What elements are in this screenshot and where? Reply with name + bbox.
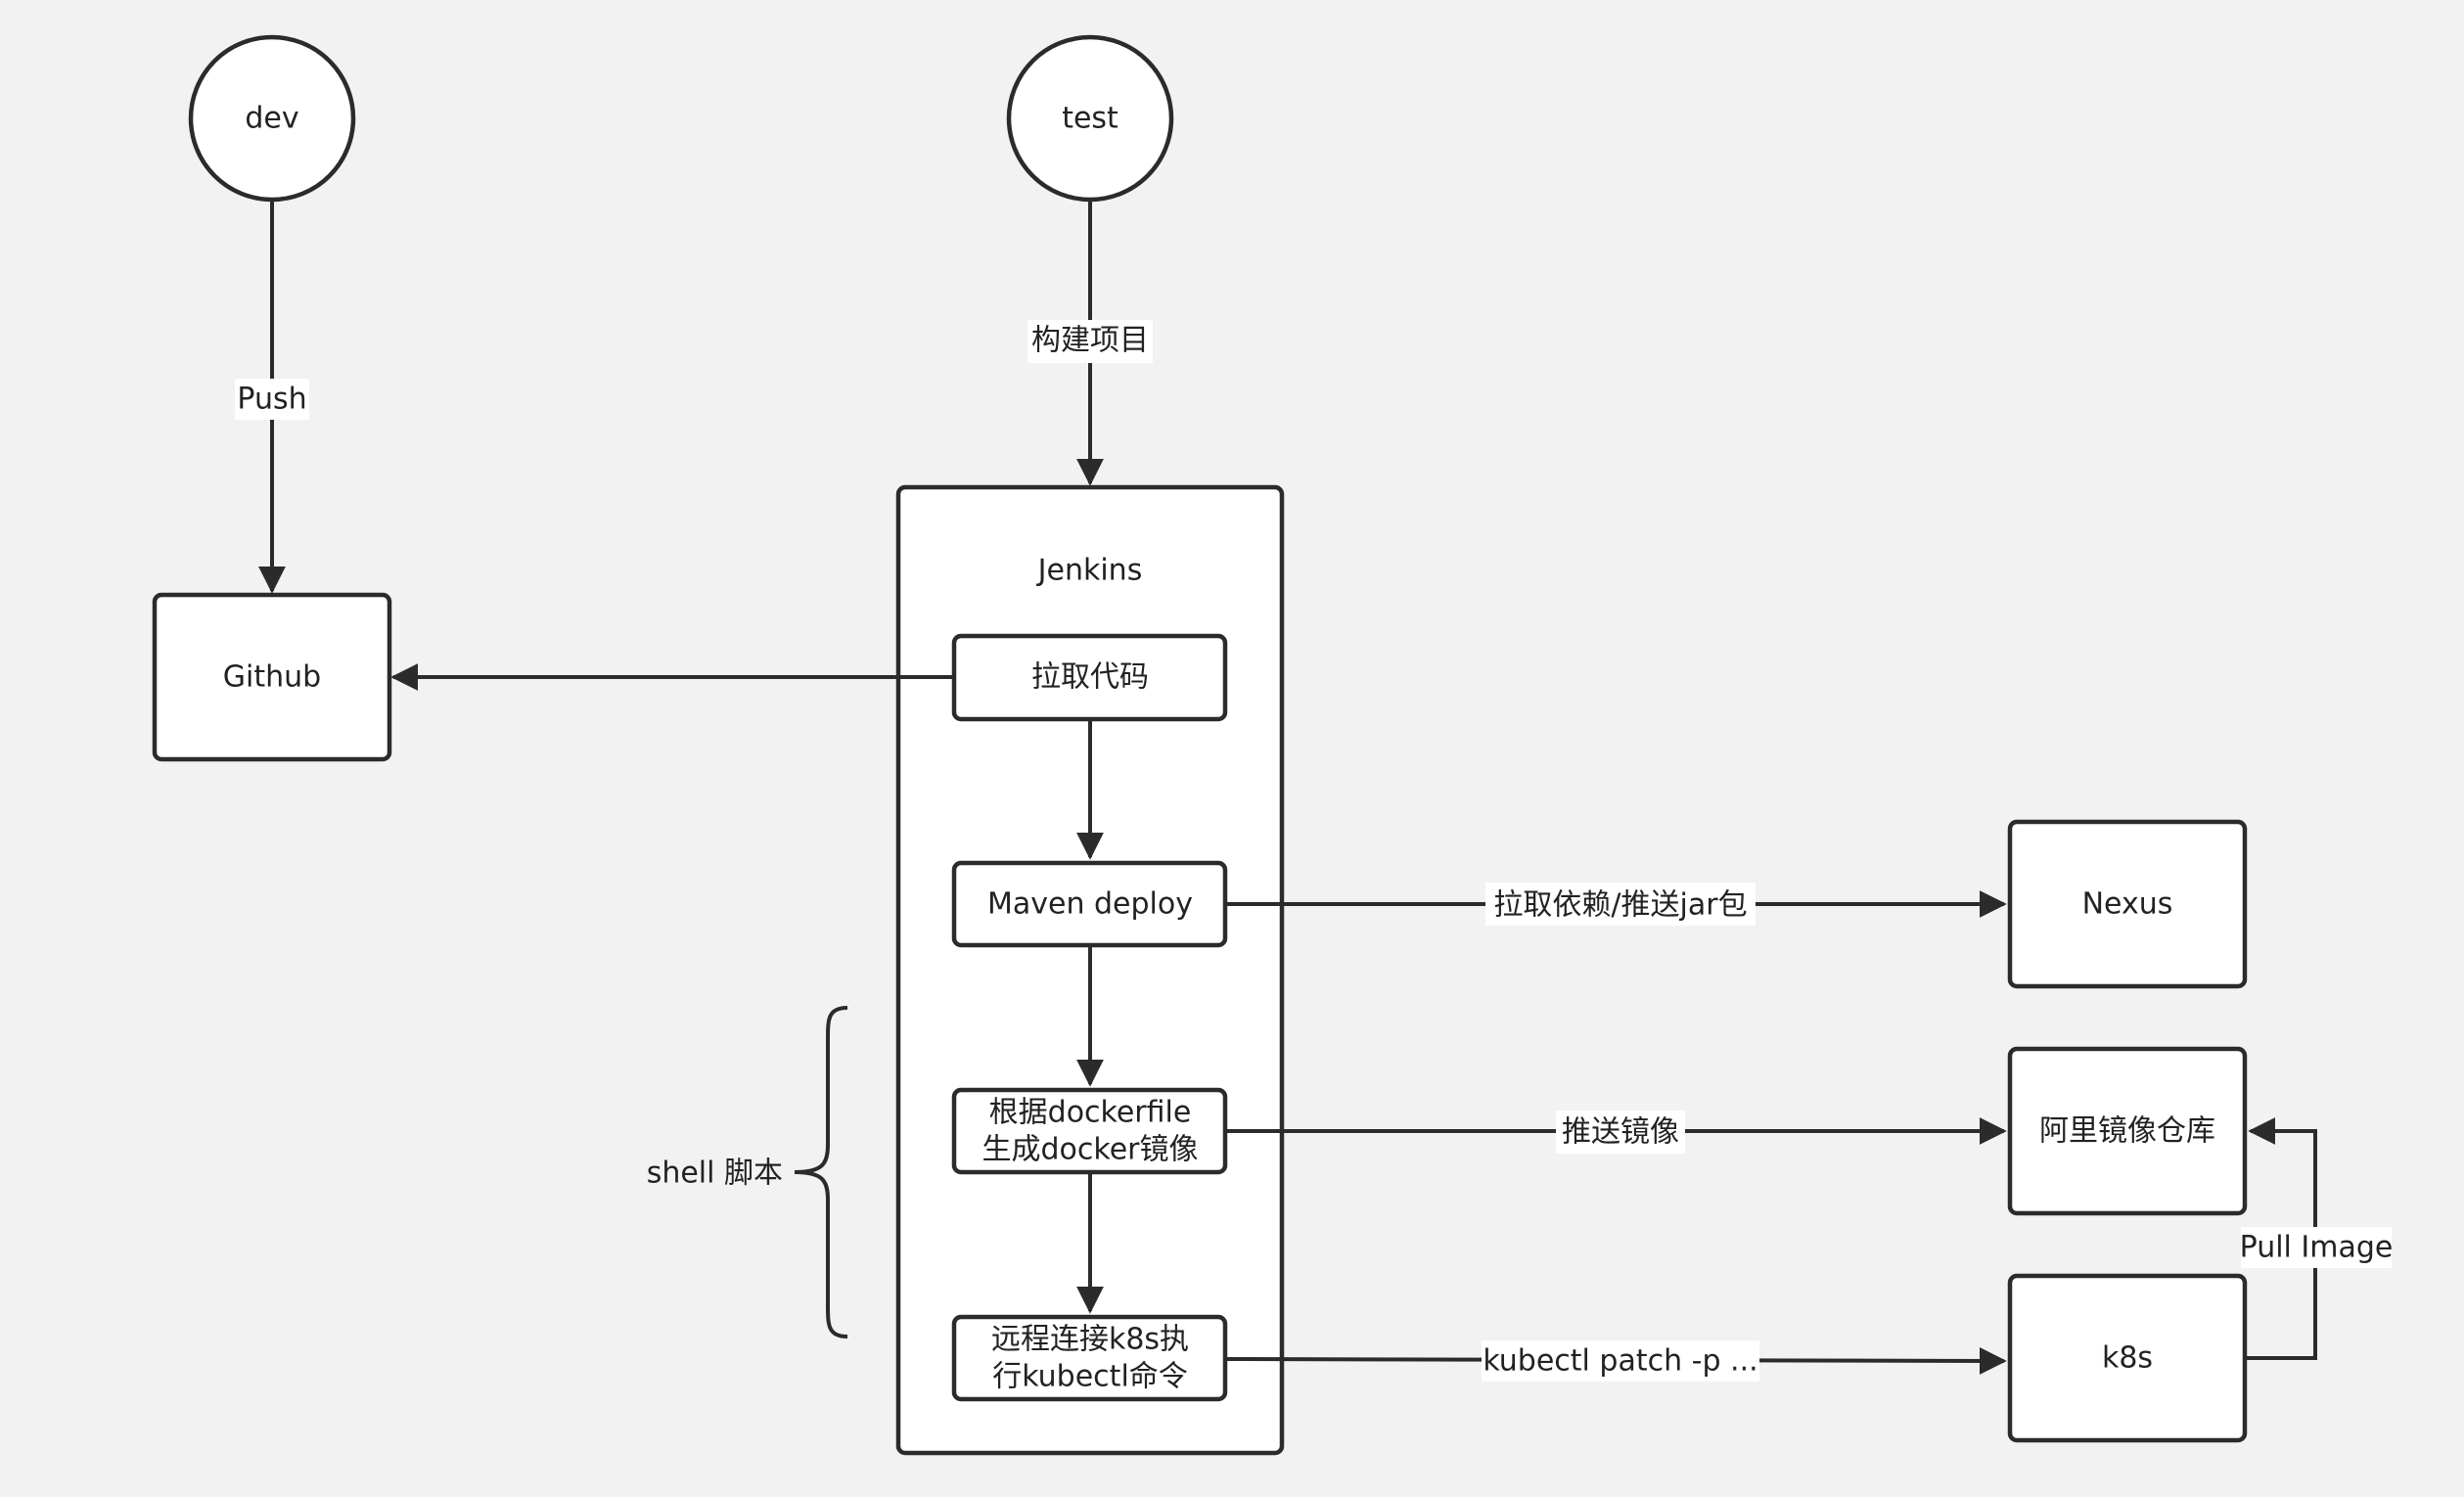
k8s-label: k8s [2102, 1341, 2153, 1376]
nexus-label: Nexus [2082, 887, 2173, 922]
pull-code-label: 拉取代码 [1031, 660, 1149, 695]
aliyun-registry-label: 阿里镜像仓库 [2039, 1114, 2215, 1149]
pull-deps-label: 拉取依赖/推送jar包 [1493, 888, 1747, 923]
aliyun-registry-node [2007, 1046, 2248, 1216]
test-label: test [1062, 102, 1118, 136]
push-image-label-bg [1556, 1111, 1685, 1154]
dev-label: dev [245, 102, 298, 136]
pull-image-label-bg [2241, 1227, 2392, 1268]
kubectl-label: kubectl patch -p ... [1483, 1344, 1757, 1379]
build-image-label-line2: 生成docker镜像 [982, 1133, 1199, 1167]
push-image-label: 推送镜像 [1562, 1115, 1679, 1150]
shell-script-brace [794, 1006, 848, 1338]
build-image-step [951, 1087, 1228, 1175]
remote-k8s-label-line2: 行kubectl命令 [992, 1360, 1188, 1394]
pull-deps-label-bg [1485, 883, 1756, 926]
jenkins-title: Jenkins [1036, 554, 1143, 588]
k8s-node [2007, 1273, 2248, 1443]
kubectl-label-bg [1482, 1340, 1759, 1382]
github-node [152, 592, 392, 762]
maven-deploy-step [951, 860, 1228, 948]
github-label: Github [223, 660, 321, 695]
remote-k8s-label-line1: 远程连接k8s执 [991, 1323, 1189, 1357]
pull-code-step [951, 633, 1228, 722]
remote-k8s-step [951, 1314, 1228, 1402]
test-node [1006, 34, 1174, 203]
pull-image-label: Pull Image [2240, 1231, 2394, 1265]
push-label: Push [237, 383, 306, 417]
shell-script-label: shell 脚本 [647, 1157, 783, 1191]
build-project-label: 构建项目 [1031, 324, 1149, 358]
build-image-label-line1: 根据dockerfile [989, 1096, 1192, 1130]
build-project-label-bg [1027, 320, 1153, 363]
maven-deploy-label: Maven deploy [987, 887, 1193, 922]
dev-node [188, 34, 356, 203]
nexus-node [2007, 819, 2248, 989]
push-label-bg [235, 379, 309, 420]
